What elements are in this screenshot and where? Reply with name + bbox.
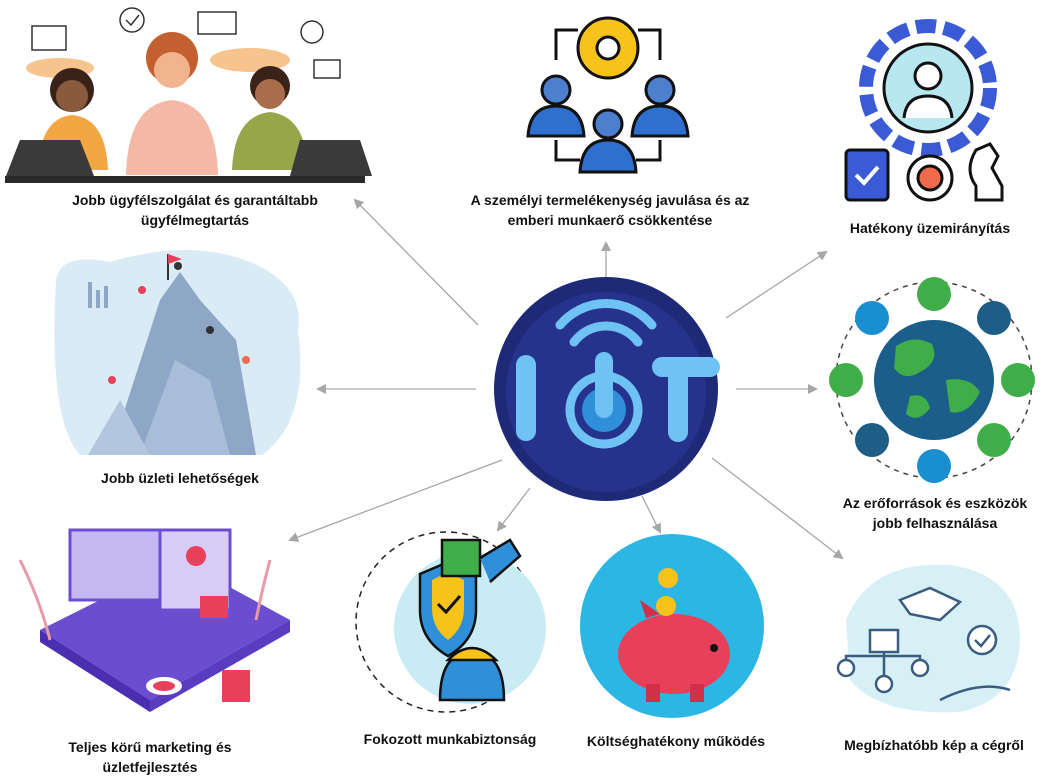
arrow-marketing (288, 459, 503, 542)
power-icon (565, 352, 643, 449)
agent-center (126, 32, 218, 175)
climber-icon (108, 376, 116, 384)
productivity-illustration (526, 16, 690, 174)
water-drops-icon (977, 301, 1011, 335)
arrow-cost (641, 495, 661, 534)
letter-t (652, 357, 720, 442)
label-line: Megbízhatóbb kép a cégről (844, 737, 1024, 753)
label-productivity: A személyi termelékenység javulása és az… (440, 190, 780, 230)
flag-icon (167, 254, 182, 280)
gear-icon (576, 16, 640, 80)
label-line: A személyi termelékenység javulása és az (470, 192, 750, 208)
iot-hub (494, 277, 720, 501)
label-line: Hatékony üzemirányítás (849, 220, 1011, 236)
climber-icon (206, 326, 214, 334)
label-business-opportunities: Jobb üzleti lehetőségek (60, 468, 300, 488)
robotic-arm-icon (440, 538, 522, 583)
label-cost: Költséghatékony működés (566, 731, 786, 751)
gear-icon (859, 19, 997, 157)
label-line: Költséghatékony működés (586, 733, 766, 749)
label-safety: Fokozott munkabiztonság (340, 729, 560, 749)
customer-service-illustration (5, 7, 372, 183)
coin-icon (656, 568, 678, 616)
business-opportunities-illustration (54, 250, 301, 455)
arrow-operations (725, 250, 828, 319)
label-line: Az erőforrások és eszközök (842, 495, 1028, 511)
profile-screen (158, 528, 232, 612)
label-line: üzletfejlesztés (102, 759, 198, 775)
checkmark-badge-icon (966, 624, 998, 656)
wifi-icon (555, 299, 657, 347)
person-bottom-icon (578, 108, 638, 174)
label-line: Teljes körű marketing és (68, 739, 232, 755)
workers-icon (438, 646, 506, 702)
recycle-icon (1001, 363, 1035, 397)
operations-illustration (844, 19, 1004, 202)
label-line: Fokozott munkabiztonság (363, 731, 537, 747)
globe-icon (874, 320, 994, 440)
letter-i (516, 355, 536, 441)
label-operations: Hatékony üzemirányítás (820, 218, 1040, 238)
safety-illustration (355, 531, 546, 713)
shield-icon (418, 560, 478, 658)
marketing-illustration (18, 528, 290, 712)
label-resources: Az erőforrások és eszközök jobb felhaszn… (830, 493, 1040, 533)
label-line: jobb felhasználása (872, 515, 998, 531)
target-icon (146, 677, 182, 695)
label-line: emberi munkaerő csökkentése (507, 212, 713, 228)
label-customer-service: Jobb ügyfélszolgálat és garantáltabb ügy… (30, 190, 360, 230)
connector-arrows (288, 198, 844, 560)
label-marketing: Teljes körű marketing és üzletfejlesztés (40, 737, 260, 777)
arrow-customer-service (353, 198, 479, 326)
reputation-illustration (836, 564, 1020, 713)
handshake-icon (898, 586, 963, 622)
water-tap-icon (917, 449, 951, 483)
checklist-icon (844, 148, 890, 202)
mug-icon (222, 670, 250, 702)
cost-illustration (580, 534, 764, 718)
trash-bin-icon (855, 423, 889, 457)
target-icon (906, 154, 954, 202)
sun-icon (977, 423, 1011, 457)
resources-illustration (829, 277, 1035, 483)
person-right-icon (630, 74, 690, 138)
label-line: Jobb üzleti lehetőségek (101, 470, 259, 486)
climber-icon (138, 286, 146, 294)
org-chart-icon (836, 628, 930, 694)
arrow-image (711, 457, 844, 560)
person-left-icon (526, 74, 586, 138)
recycle-bin-icon (855, 301, 889, 335)
label-line: Jobb ügyfélszolgálat és garantáltabb (72, 192, 318, 208)
climber-icon (242, 356, 250, 364)
piggy-bank-icon (618, 600, 730, 702)
chess-knight-icon (968, 142, 1004, 202)
lightbulb-icon (917, 277, 951, 311)
leaf-icon (829, 363, 863, 397)
climber-icon (174, 262, 182, 270)
label-line: ügyfélmegtartás (140, 212, 250, 228)
agent-right (232, 66, 308, 170)
dashboard-screen (68, 528, 162, 602)
arrow-safety (496, 487, 531, 532)
label-reputation: Megbízhatóbb kép a cégről (828, 735, 1040, 755)
